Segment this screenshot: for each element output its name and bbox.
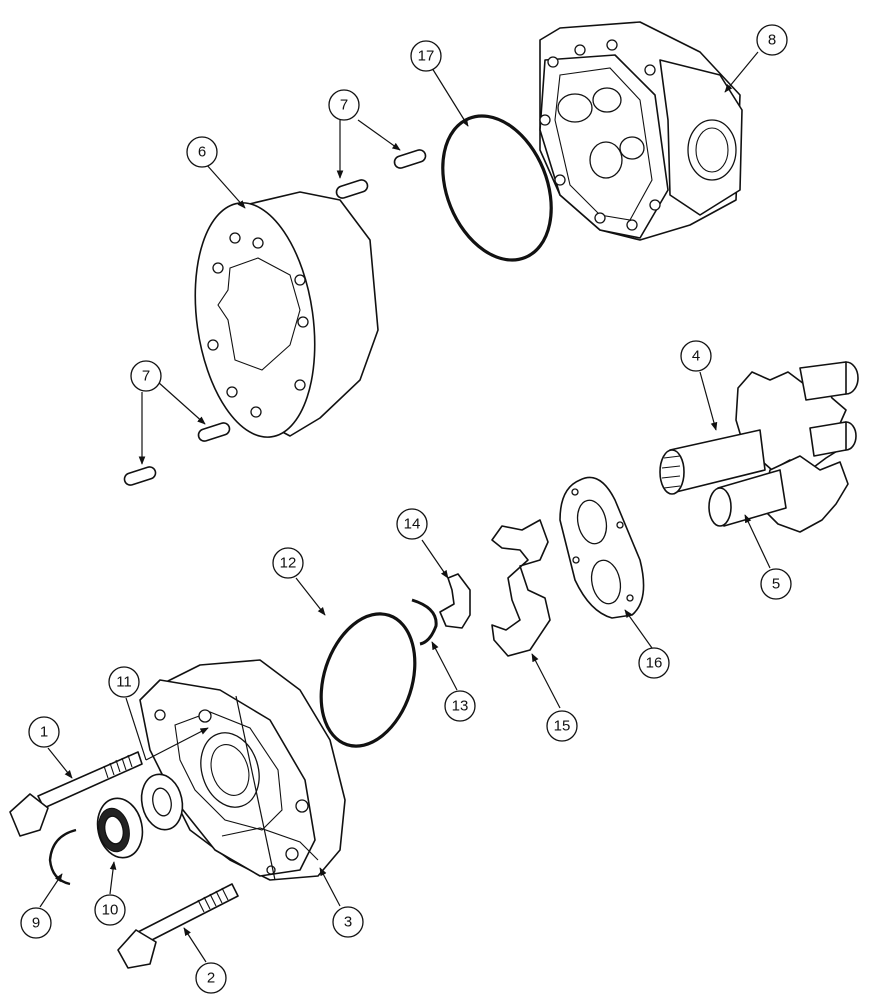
part-13-seal [411,598,438,646]
callout-label-14: 14 [404,516,421,533]
leader-14 [421,539,449,579]
leader-5 [744,514,771,569]
leader-3 [319,867,341,907]
part-7-dowel-pins [123,149,427,486]
callout-14: 14 [396,508,428,540]
callout-4: 4 [680,340,712,372]
part-16-wear-plate [559,476,645,619]
callout-label-11: 11 [116,674,132,691]
part-14-backup-ring [439,573,471,629]
leader-7a-2 [357,119,401,151]
part-1-bolt [9,751,143,837]
part-9-snap-ring [48,828,77,886]
callout-label-15: 15 [554,718,571,735]
leader-11 [125,697,147,761]
part-10-shaft-seal [96,797,144,859]
callout-label-4: 4 [692,348,700,365]
callout-label-10: 10 [102,902,119,919]
part-5-driven-gear [708,421,857,533]
callout-12: 12 [272,547,304,579]
callout-3: 3 [332,906,364,938]
callout-label-17: 17 [418,48,435,65]
callout-label-7-upper: 7 [340,97,348,114]
leader-2 [183,927,207,963]
callout-label-1: 1 [40,724,48,741]
leader-8 [724,51,759,93]
part-12-o-ring [319,612,417,748]
callout-9: 9 [20,907,52,939]
callout-label-16: 16 [646,655,663,672]
callout-7-lower: 7 [130,360,162,392]
callout-15: 15 [546,710,578,742]
callout-label-6: 6 [198,144,206,161]
callout-6: 6 [186,136,218,168]
part-8-rear-cover [539,21,743,241]
leader-13 [431,641,458,691]
leader-4 [699,371,718,431]
leader-lines [39,51,771,963]
leader-11b [145,727,209,761]
part-3-front-cover [139,659,346,881]
leader-6 [205,163,246,209]
callout-8: 8 [756,24,788,56]
part-6-gear-housing [194,191,379,438]
callout-label-8: 8 [768,32,776,49]
callout-16: 16 [638,647,670,679]
leader-7b-2 [157,381,206,425]
callout-label-12: 12 [280,555,297,572]
callout-13: 13 [444,690,476,722]
leader-12 [295,577,326,616]
part-11-washer [140,773,184,831]
leader-9 [39,873,63,908]
part-2-bolt [117,883,239,969]
part-15-seal [491,519,551,657]
leader-3-inner [235,695,276,881]
callout-label-7-lower: 7 [142,368,150,385]
callout-label-3: 3 [344,914,352,931]
callout-17: 17 [410,40,442,72]
leader-16 [624,609,653,649]
callout-10: 10 [94,894,126,926]
callout-1: 1 [28,716,60,748]
callout-label-13: 13 [452,698,469,715]
callout-5: 5 [760,568,792,600]
leader-10 [109,861,117,895]
callout-label-5: 5 [772,576,780,593]
leader-1 [47,747,73,779]
callout-label-9: 9 [32,915,40,932]
callout-7-upper: 7 [328,89,360,121]
callout-label-2: 2 [207,970,215,987]
part-17-o-ring [441,114,553,262]
leader-15 [531,653,561,709]
callout-2: 2 [195,962,227,994]
callout-11: 11 [108,666,140,698]
leader-17 [431,67,469,127]
